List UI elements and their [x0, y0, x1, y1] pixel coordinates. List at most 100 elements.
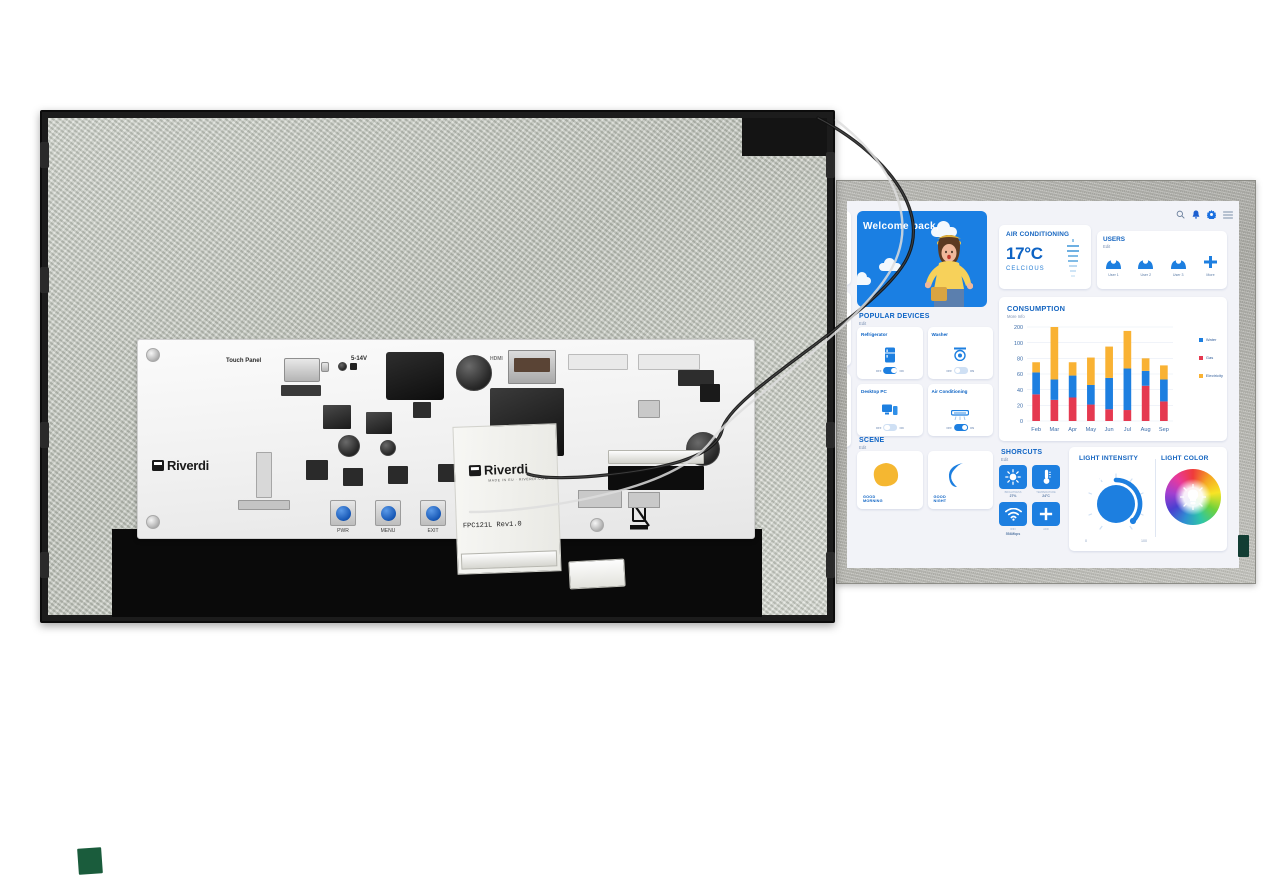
smd-component [700, 384, 720, 402]
shortcut-button[interactable] [1032, 465, 1060, 489]
chart-bar-segment [1050, 379, 1059, 400]
chart-bar-segment [1105, 409, 1113, 421]
room-card-bedroom[interactable]: BEDROOM 2 devices active on this room LI… [847, 292, 851, 366]
test-pad-block [578, 490, 622, 508]
user-item[interactable]: User 1 [1105, 255, 1122, 277]
user-label: User 3 [1172, 273, 1184, 277]
device-toggle-row[interactable]: OFF ON [876, 424, 904, 431]
legend-label: Gas [1205, 355, 1214, 360]
room-card-kitchen[interactable]: KITCHEN 4 devices active on this room LI… [847, 211, 851, 285]
chart-bar-segment [1141, 370, 1150, 386]
chart-bar-segment [1105, 346, 1113, 378]
hdmi-contacts [514, 358, 550, 372]
device-card-washer[interactable]: Washer OFF ON [927, 327, 993, 379]
smd-component [306, 460, 328, 480]
avatar-icon [1106, 258, 1121, 269]
device-card-air-conditioning[interactable]: Air Conditioning OFF ON [927, 384, 993, 436]
shortcut-button[interactable] [999, 502, 1027, 527]
chart-bar-segment [1032, 372, 1040, 395]
lcd-bottom-strip [112, 529, 762, 617]
gear-icon[interactable] [1207, 210, 1216, 219]
shortcut-brightness[interactable]: BRIGHTNESS 27% [999, 465, 1027, 498]
smd-component [638, 400, 660, 418]
edit-link[interactable]: Edit [859, 445, 867, 450]
shortcut-temperature[interactable]: TEMPERATURE 24°C [1032, 465, 1060, 498]
device-toggle-row[interactable]: OFF ON [946, 367, 974, 374]
user-item[interactable]: User 3 [1170, 255, 1187, 277]
svg-text:May: May [1086, 427, 1097, 433]
device-toggle[interactable] [883, 424, 898, 431]
shortcut-button[interactable] [1032, 502, 1060, 527]
lcd-clip [826, 422, 835, 448]
edit-link[interactable]: Edit [1001, 457, 1009, 462]
moon-icon [948, 463, 963, 487]
washer-icon [954, 347, 967, 361]
device-card-refrigerator[interactable]: Refrigerator OFF ON [857, 327, 923, 379]
lcd-clip [40, 422, 49, 448]
device-toggle-row[interactable]: OFF ON [946, 424, 974, 431]
svg-text:200: 200 [1014, 325, 1023, 331]
shortcut-add[interactable]: ADD [1032, 502, 1060, 535]
chart-bar-segment [1087, 404, 1095, 421]
chart-legend: Water Gas Electricity [1198, 337, 1223, 391]
light-intensity-value: 57% [1090, 474, 1114, 486]
svg-text:40: 40 [1017, 388, 1023, 394]
edit-link[interactable]: Edit [859, 321, 867, 326]
device-name: Air Conditioning [931, 389, 968, 394]
shortcut-wifi[interactable]: WIFI 554Mbps [999, 502, 1027, 536]
cloud-icon [931, 221, 957, 237]
cloud-icon [879, 258, 901, 271]
add-user-item[interactable]: More [1202, 255, 1219, 277]
device-toggle[interactable] [953, 424, 968, 431]
electrolytic-capacitor [456, 355, 492, 391]
shortcut-value: 27% [1009, 494, 1017, 499]
shortcut-button[interactable] [999, 465, 1027, 489]
room-card-bathroom[interactable]: BATHROOM 1 device active on this room LI… [847, 373, 851, 447]
light-intensity-dial[interactable] [1083, 471, 1149, 537]
shortcut-caption: BRIGHTNESS [1004, 491, 1022, 494]
fpc-gold-fingers [460, 550, 558, 570]
legend-item: Electricity [1198, 373, 1223, 378]
light-color-wheel[interactable] [1165, 469, 1221, 525]
svg-text:60: 60 [1017, 372, 1023, 378]
svg-text:Mar: Mar [1050, 427, 1060, 433]
button-exit[interactable] [420, 500, 446, 526]
ac-slider[interactable] [1065, 239, 1081, 283]
user-label: More [1206, 273, 1215, 277]
device-card-desktop-pc[interactable]: Desktop PC OFF ON [857, 384, 923, 436]
toggle-on-label: ON [969, 368, 975, 373]
lcd-module-front: Riverdi Touch Panel 5-14V HDMI [40, 110, 835, 623]
button-label-menu: MENU [380, 528, 396, 534]
user-label: User 2 [1140, 273, 1152, 277]
test-pad-block [628, 492, 660, 508]
button-menu[interactable] [375, 500, 401, 526]
chart-bar-segment [1123, 410, 1132, 421]
edit-link[interactable]: Edit [1103, 244, 1111, 249]
device-toggle[interactable] [953, 367, 968, 374]
user-item[interactable]: User 2 [1137, 255, 1154, 277]
device-toggle[interactable] [883, 367, 898, 374]
users-row: User 1 User 2 [1103, 255, 1221, 277]
device-toggle-row[interactable]: OFF ON [876, 367, 904, 374]
chart-bar-segment [1141, 385, 1150, 421]
button-label-exit: EXIT [427, 528, 439, 534]
air-conditioning-card[interactable]: AIR CONDITIONING 17°C CELCIOUS [999, 225, 1091, 289]
menu-icon[interactable] [1223, 211, 1233, 219]
search-icon[interactable] [1176, 210, 1185, 219]
riverdi-wordmark: Riverdi [167, 458, 209, 473]
button-pwr[interactable] [330, 500, 356, 526]
svg-text:0: 0 [1020, 419, 1023, 425]
chart-bar-segment [1050, 327, 1059, 380]
riverdi-tagline: MADE IN EU · RIVERDI.COM [488, 476, 549, 483]
more-info-link[interactable]: More Info [1007, 314, 1025, 319]
lcd-corner-shield [742, 118, 827, 156]
button-label-pwr: PWR [337, 528, 349, 534]
bell-icon[interactable] [1192, 210, 1200, 219]
lcd-clip [826, 552, 835, 578]
legend-swatch [1198, 373, 1203, 378]
